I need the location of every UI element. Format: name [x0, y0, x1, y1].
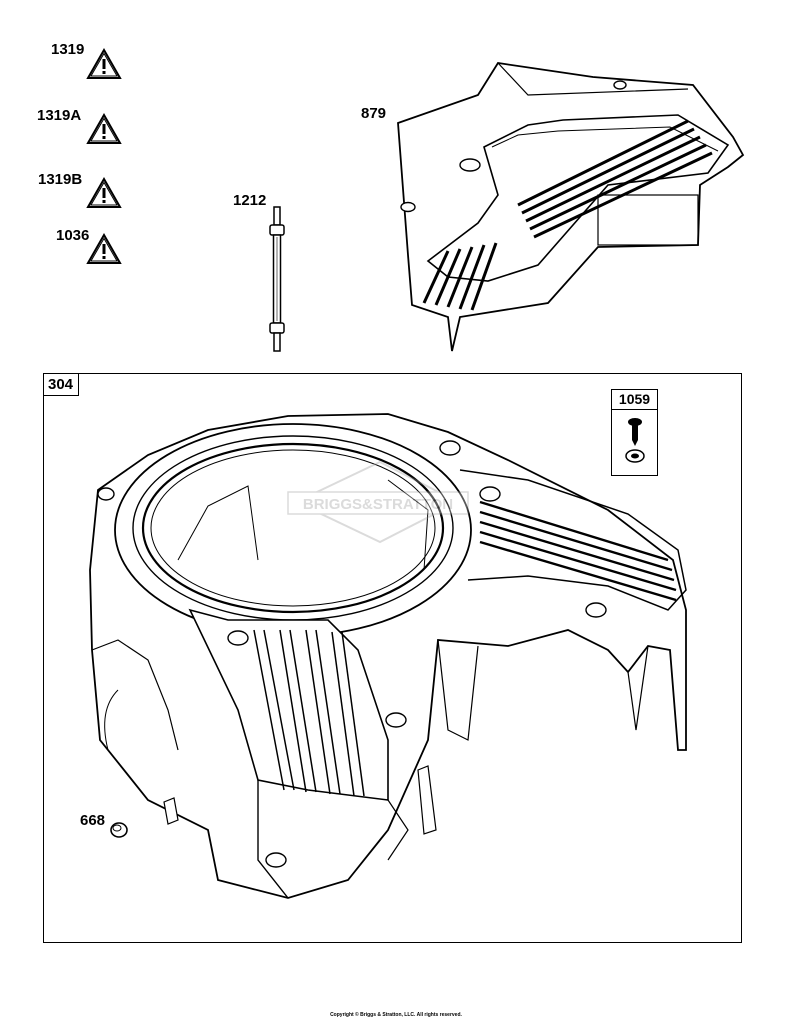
screw-and-washer-drawing [624, 418, 645, 463]
copyright-text: Copyright © Briggs & Stratton, LLC. All … [330, 1012, 462, 1018]
label-1319b: 1319B [38, 171, 83, 188]
label-1319: 1319 [51, 41, 85, 58]
label-668: 668 [80, 812, 106, 829]
stud-drawing [269, 206, 285, 352]
plug-drawing [110, 822, 128, 838]
brand-watermark: BRIGGS&STRATTON [287, 460, 469, 544]
label-879: 879 [361, 105, 387, 122]
label-304: 304 [44, 374, 80, 396]
warning-triangle-icon [86, 233, 122, 265]
svg-text:BRIGGS&STRATTON: BRIGGS&STRATTON [303, 496, 453, 513]
shroud-cover-drawing [397, 62, 745, 352]
blower-housing-drawing: BRIGGS&STRATTON [89, 413, 687, 899]
label-1212: 1212 [233, 192, 267, 209]
label-1036: 1036 [56, 227, 90, 244]
warning-triangle-icon [86, 48, 122, 80]
warning-triangle-icon [86, 177, 122, 209]
warning-triangle-icon [86, 113, 122, 145]
part-304-frame: 304 [43, 373, 742, 943]
label-1059: 1059 [612, 390, 657, 410]
label-1319a: 1319A [37, 107, 82, 124]
part-1059-box: 1059 [611, 389, 658, 476]
